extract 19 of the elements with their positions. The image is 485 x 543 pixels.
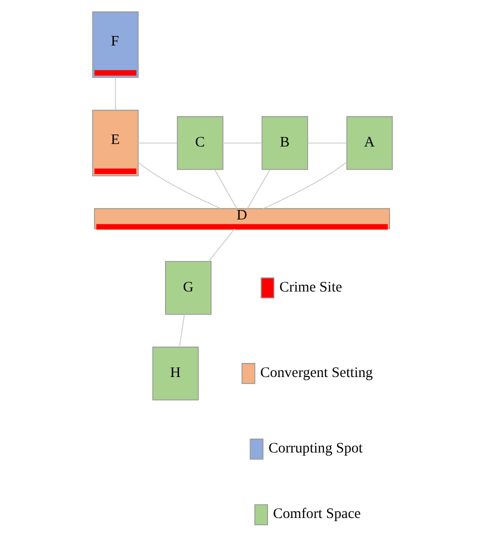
connector [222,142,262,144]
legend-label: Crime Site [279,279,342,296]
node-box: A [346,116,393,170]
connector [179,314,185,348]
connector [114,77,116,110]
connector [262,162,348,210]
connector [208,228,236,262]
connector [307,142,348,144]
legend-label: Convergent Setting [260,364,373,381]
legend-label: Corrupting Spot [268,440,363,457]
node-box: G [165,261,212,315]
connector [138,162,222,209]
node-box: B [262,116,308,170]
node-box: C [176,116,224,170]
legend-label: Comfort Space [273,506,361,522]
node-box: H [152,346,199,400]
connector [138,142,178,144]
connector [246,169,270,209]
connector [214,169,238,209]
